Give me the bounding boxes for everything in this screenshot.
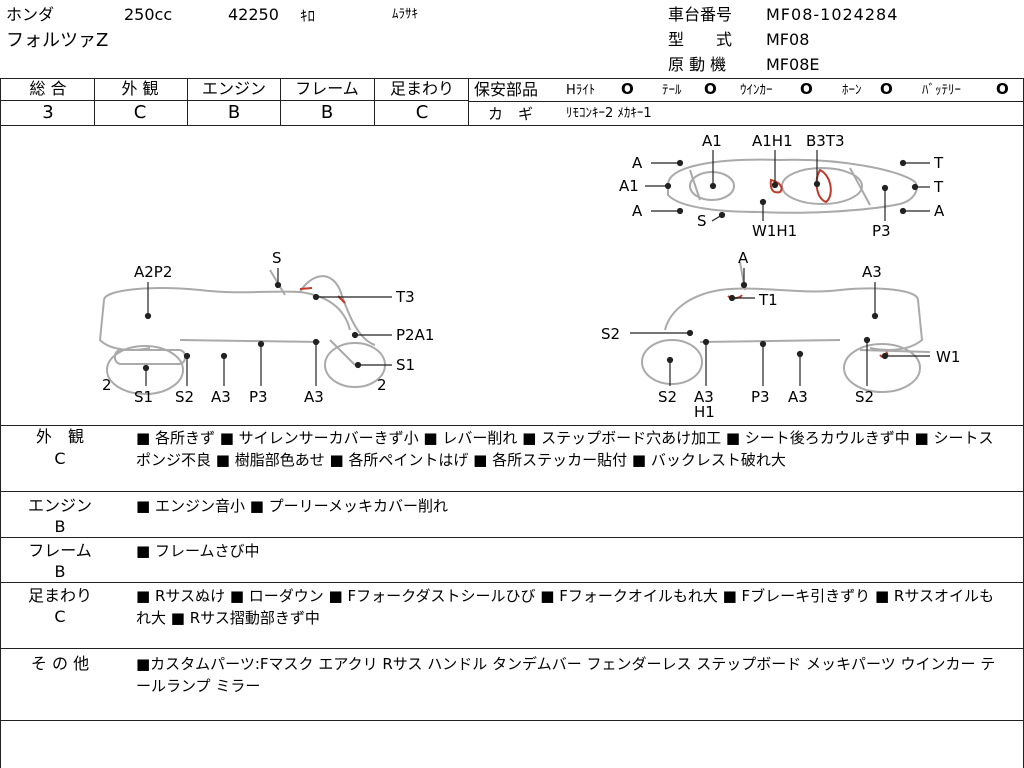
mileage-unit: ｷﾛ: [300, 7, 316, 25]
diag-left-label: A3: [304, 388, 324, 406]
diag-right-label: T1: [759, 291, 778, 309]
safety-parts-label: 保安部品: [474, 80, 539, 99]
diag-left-label: S1: [396, 356, 416, 374]
diag-top-label: A: [934, 202, 945, 220]
diag-top-label: A: [632, 154, 643, 172]
grade-frame: B: [320, 102, 334, 123]
remark-text-other: ■カスタムパーツ:Fマスク エアクリ Rサス ハンドル タンデムバー フェンダー…: [136, 655, 996, 695]
engine-value: MF08E: [766, 55, 820, 74]
grade-engine: B: [227, 102, 241, 123]
remark-grade-exterior: C: [54, 449, 66, 468]
mileage: 42250: [228, 5, 279, 24]
safety-headlight-mark: O: [621, 80, 634, 98]
remark-title-exterior: 外 観: [35, 427, 84, 446]
diag-left-label: S: [272, 249, 282, 267]
safety-horn-label: ﾎｰﾝ: [842, 83, 862, 98]
diag-right-label: A3: [788, 388, 808, 406]
diag-left-label: P2A1: [396, 326, 435, 344]
remark-text-frame: ■ フレームさび中: [136, 542, 260, 560]
diag-top-label: A: [632, 202, 643, 220]
diag-right-label: S2: [601, 325, 621, 343]
remark-text-exterior: ■ 各所きず ■ サイレンサーカバーきず小 ■ レバー削れ ■ ステップボード穴…: [136, 429, 994, 469]
grade-header-suspension: 足まわり: [389, 79, 454, 98]
color: ﾑﾗｻｷ: [392, 7, 418, 22]
diag-right-label: A3: [694, 388, 714, 406]
diag-left-label: A3: [211, 388, 231, 406]
grade-total: 3: [42, 102, 54, 123]
diag-top-label: A1H1: [752, 132, 793, 150]
grade-header-total: 総 合: [29, 79, 67, 98]
safety-tail-mark: O: [704, 80, 717, 98]
diag-top-label: B3T3: [806, 132, 845, 150]
diag-top-label: T: [934, 154, 944, 172]
grade-header-frame: フレーム: [295, 79, 359, 98]
scooter-right-view: [641, 261, 931, 393]
key-value: ﾘﾓｺﾝｷｰ2 ﾒｶｷｰ1: [566, 106, 652, 121]
damage-marks: [299, 168, 889, 359]
remark-text-engine: ■ エンジン音小 ■ プーリーメッキカバー削れ: [136, 497, 449, 515]
diag-left-label: A2P2: [134, 263, 173, 281]
remark-grade-frame: B: [54, 562, 66, 581]
safety-winker-mark: O: [800, 80, 813, 98]
diag-left-label: S2: [175, 388, 195, 406]
diag-right-label: A: [738, 249, 749, 267]
diag-top-label: T: [934, 178, 944, 196]
diag-top-label: A1: [702, 132, 722, 150]
diag-right-label: H1: [694, 403, 715, 421]
type-value: MF08: [766, 30, 810, 49]
grade-suspension: C: [415, 102, 429, 123]
diag-left-label: 2: [377, 376, 387, 394]
diag-right-label: S2: [855, 388, 875, 406]
frame-number: MF08-1024284: [766, 5, 899, 24]
remark-grade-engine: B: [54, 517, 66, 536]
diag-top-label: W1H1: [752, 222, 798, 240]
diag-right-label: P3: [751, 388, 770, 406]
diag-left-label: T3: [396, 288, 415, 306]
type-label: 型 式: [668, 30, 733, 49]
remark-title-other: そ の 他: [30, 654, 90, 673]
scooter-left-view: [98, 269, 386, 395]
remark-grade-suspension: C: [54, 607, 66, 626]
scooter-top-view: [667, 158, 918, 214]
model-name: フォルツァZ: [6, 30, 109, 51]
grade-header-engine: エンジン: [201, 79, 266, 98]
engine-label: 原 動 機: [668, 55, 727, 74]
safety-battery-mark: O: [996, 80, 1009, 98]
grade-exterior: C: [133, 102, 147, 123]
diag-top-label: P3: [872, 222, 891, 240]
diag-top-label: S: [697, 212, 707, 230]
diag-right-label: A3: [862, 263, 882, 281]
safety-horn-mark: O: [880, 80, 893, 98]
remark-text-suspension: ■ Rサスぬけ ■ ローダウン ■ Fフォークダストシールひび ■ Fフォークオ…: [136, 587, 995, 627]
diag-right-label: W1: [936, 348, 961, 366]
remark-title-frame: フレーム: [28, 541, 92, 560]
diag-top-label: A1: [619, 177, 639, 195]
grade-header-exterior: 外 観: [121, 79, 159, 98]
diag-left-label: P3: [249, 388, 268, 406]
safety-headlight-label: Hﾗｲﾄ: [566, 83, 596, 98]
displacement: 250cc: [124, 5, 173, 24]
safety-battery-label: ﾊﾞｯﾃﾘｰ: [922, 83, 961, 98]
maker: ホンダ: [6, 5, 55, 24]
safety-winker-label: ｳｲﾝｶｰ: [740, 83, 773, 98]
frame-number-label: 車台番号: [668, 5, 733, 24]
safety-tail-label: ﾃｰﾙ: [662, 83, 682, 98]
diag-right-label: S2: [658, 388, 678, 406]
diag-left-label: 2: [102, 376, 112, 394]
key-label: カ ギ: [488, 105, 534, 123]
diag-left-label: S1: [134, 388, 154, 406]
remark-title-suspension: 足まわり: [27, 586, 92, 605]
remark-title-engine: エンジン: [27, 496, 92, 515]
